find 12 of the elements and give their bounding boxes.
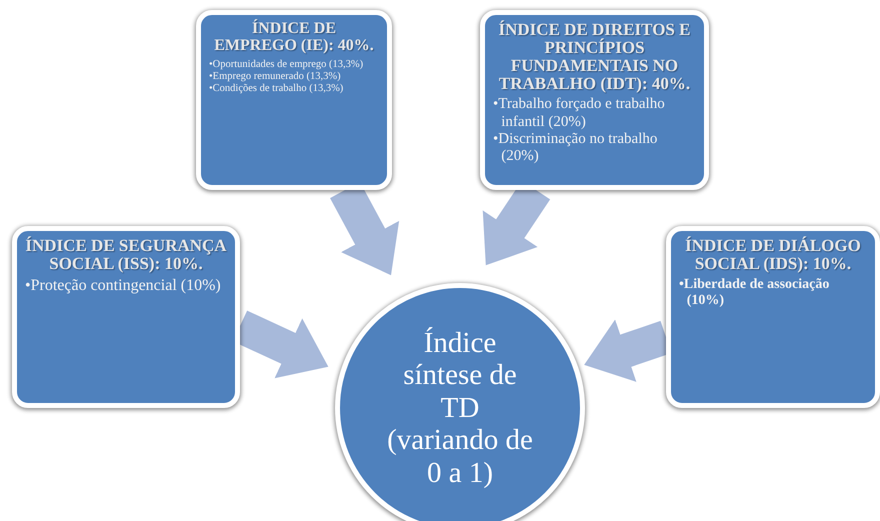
bullet-item: •Trabalho forçado e trabalho infantil (20%)	[493, 96, 666, 131]
bullet-item: •Discriminação no trabalho (20%)	[493, 130, 658, 166]
bullet-item: •Emprego remunerado (13,3%)	[209, 70, 342, 83]
result-text: Índice síntese de TD (variando de 0 a 1)	[386, 326, 534, 490]
index-heading: ÍNDICE DE DIREITOS E PRINCÍPIOS FUNDAMENTAIS NO TRABALHO (IDT): 40%.	[498, 21, 692, 92]
bullet-item: •Condições de trabalho (13,3%)	[209, 82, 344, 95]
index-heading: ÍNDICE DE EMPREGO (IE): 40%.	[213, 21, 375, 55]
index-heading: ÍNDICE DE DIÁLOGO SOCIAL (IDS): 10%.	[684, 237, 862, 273]
index-heading: ÍNDICE DE SEGURANÇA SOCIAL (ISS): 10%.	[25, 237, 227, 273]
bullet-item: •Oportunidades de emprego (13,3%)	[209, 58, 364, 71]
bullet-item: •Proteção contingencial (10%)	[25, 276, 222, 296]
bullet-item: •Liberdade de associação (10%)	[679, 276, 830, 309]
